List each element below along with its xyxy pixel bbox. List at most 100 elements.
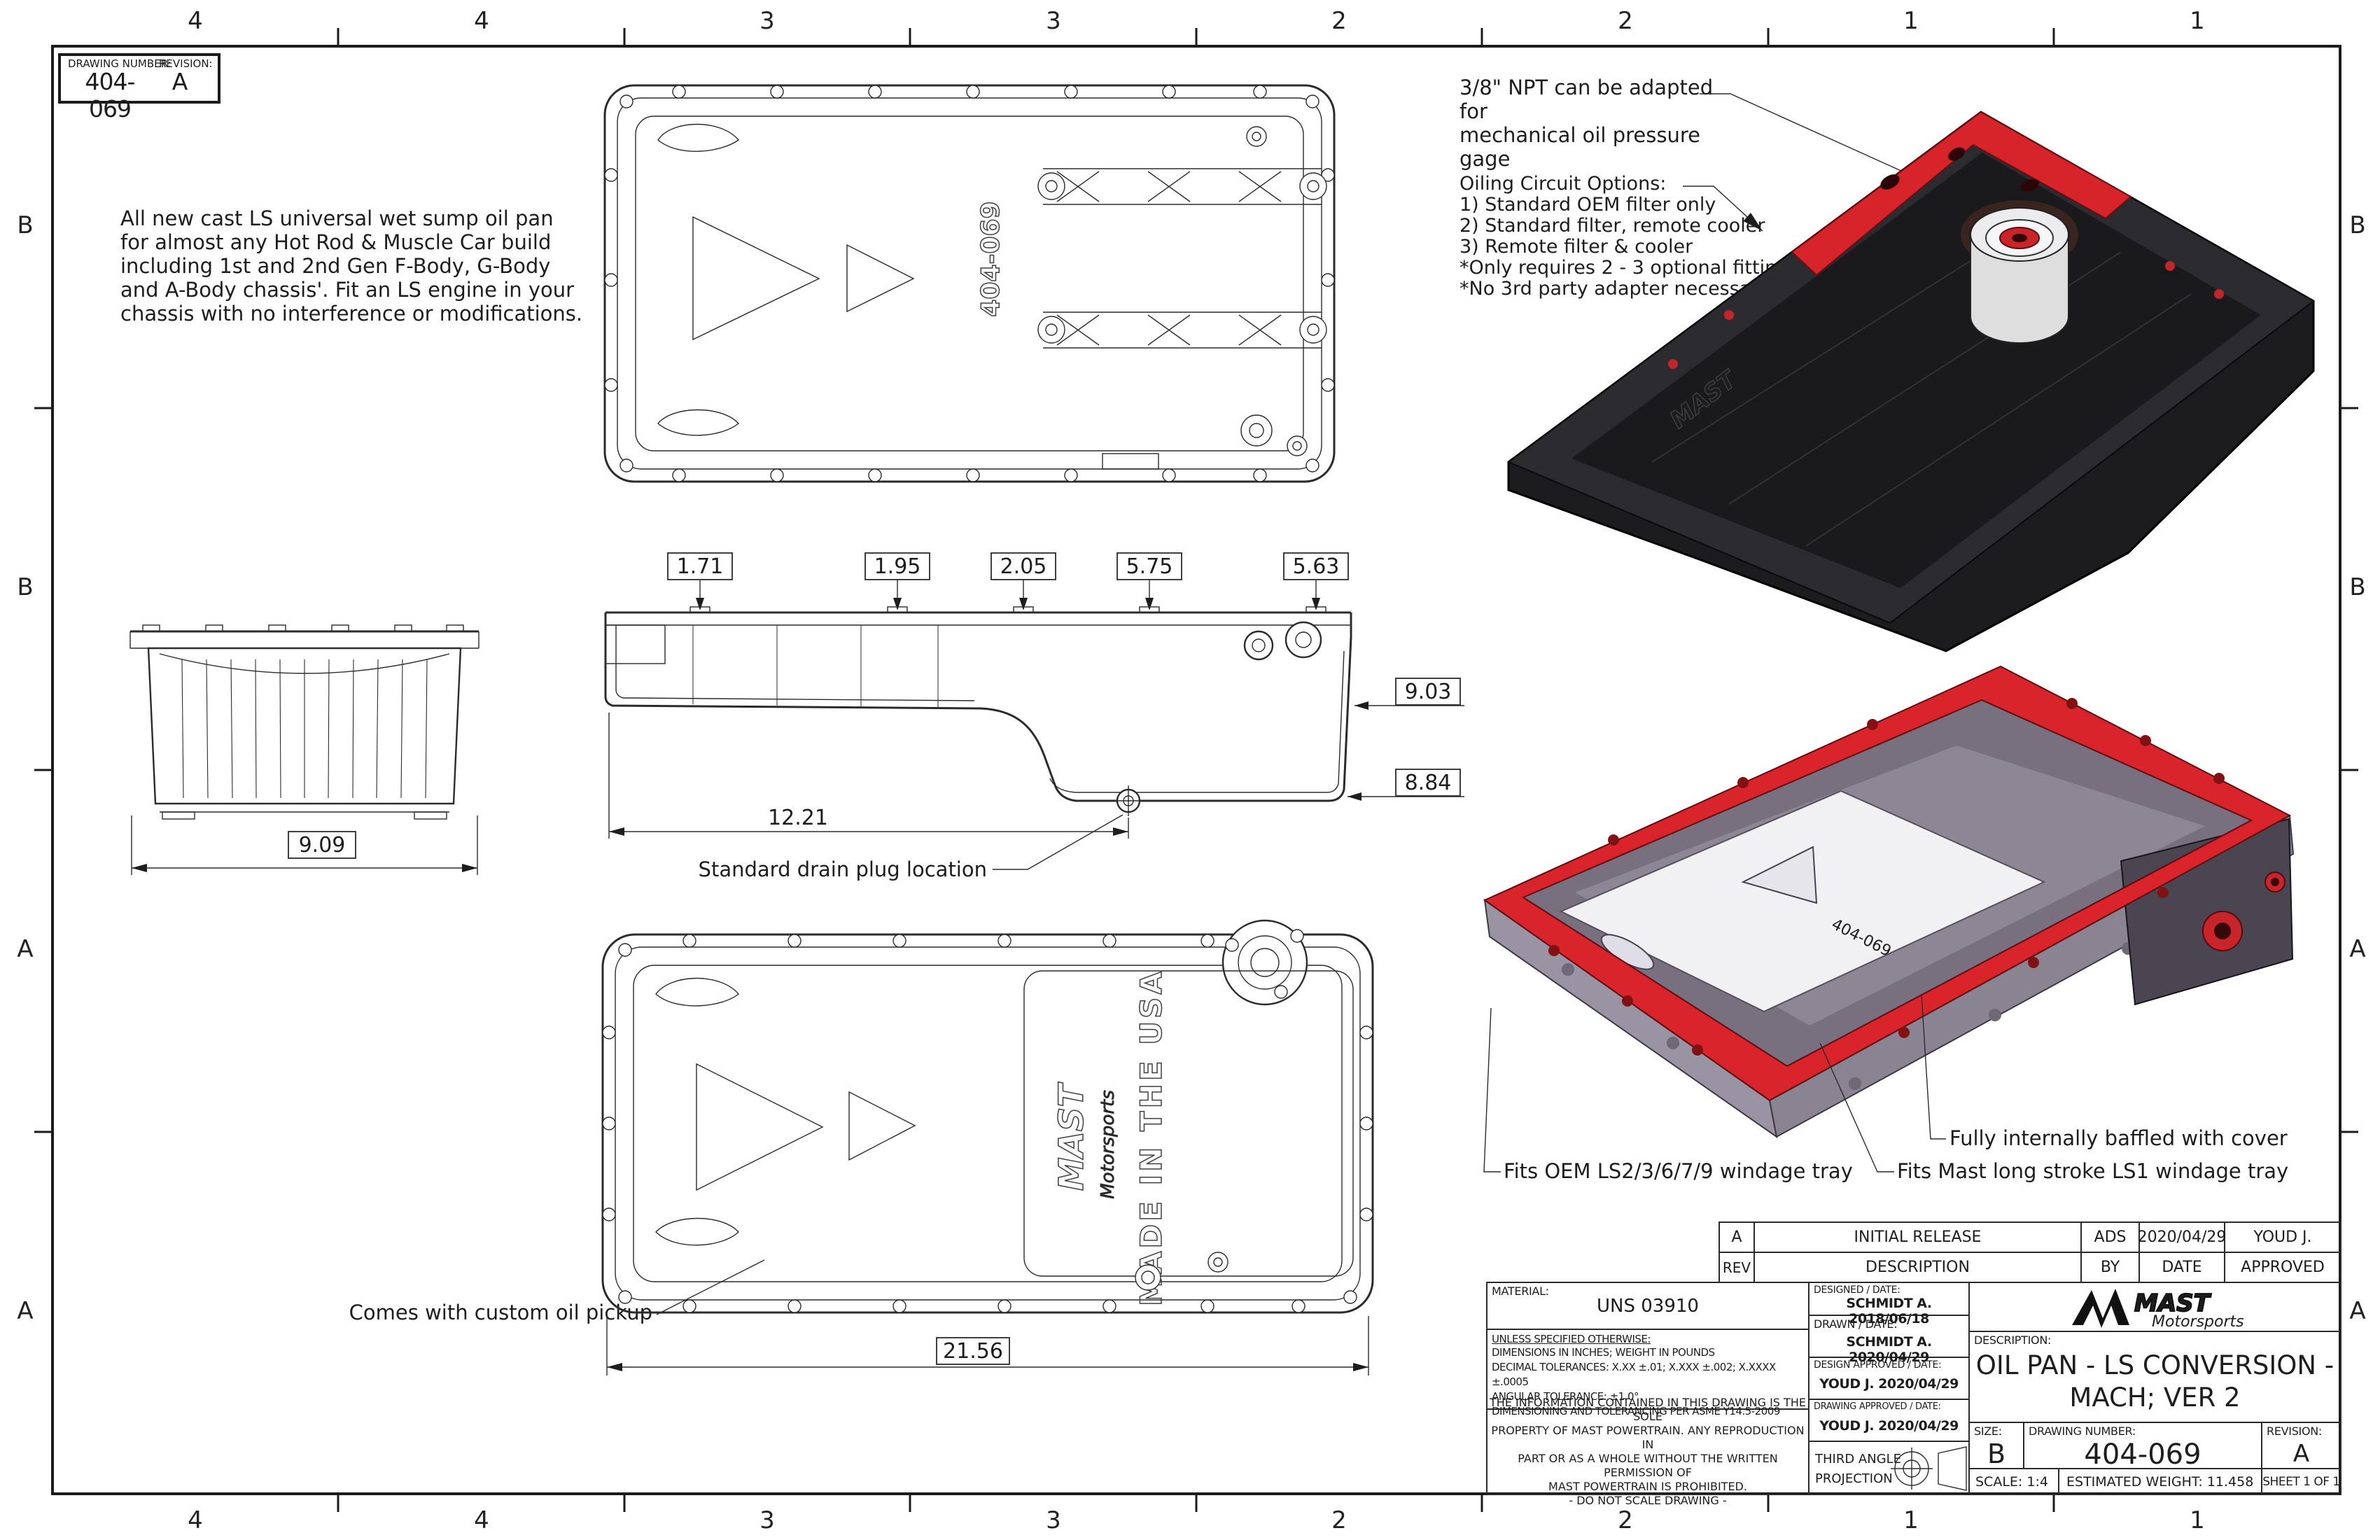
- zone-bottom-1: 4: [188, 1506, 203, 1534]
- svg-text:9.03: 9.03: [1405, 680, 1452, 704]
- tolerances-title: UNLESS SPECIFIED OTHERWISE:: [1492, 1333, 1651, 1345]
- front-step: [605, 624, 666, 664]
- rail-bolt-holes: [1548, 698, 2225, 1056]
- windage-rail-bottom: [1037, 312, 1327, 349]
- dim-909: 9.09: [131, 816, 478, 875]
- zone-ticks: [34, 28, 2358, 1512]
- projection-cell: THIRD ANGLE PROJECTION: [1809, 1442, 1970, 1495]
- drawing-number-cell: DRAWING NUMBER: 404-069: [2024, 1423, 2262, 1471]
- svg-text:12.21: 12.21: [768, 806, 828, 830]
- design-approved-label: DESIGN APPROVED / DATE:: [1814, 1359, 1942, 1371]
- flange-plugs: [1668, 261, 2224, 369]
- zone-left-2: B: [17, 573, 34, 601]
- logo-cell: MAST Motorsports: [1970, 1283, 2342, 1332]
- zone-top-7: 1: [1903, 7, 1919, 35]
- baffle-triangle-small: [848, 1091, 916, 1161]
- rev-header-rev: REV: [1720, 1253, 1755, 1283]
- drawing-approved-label: DRAWING APPROVED / DATE:: [1814, 1401, 1941, 1412]
- pickup-leader: [656, 1259, 765, 1315]
- size-value: B: [1987, 1438, 2006, 1469]
- description-label: DESCRIPTION:: [1974, 1334, 2052, 1347]
- cast-logo: MAST Motorsports MADE IN THE USA: [1051, 968, 1169, 1306]
- sheet-cell: SHEET 1 OF 1: [2262, 1469, 2342, 1495]
- zone-top-6: 2: [1618, 7, 1633, 35]
- mast-logo-script: Motorsports: [2152, 1313, 2244, 1331]
- rev-header-by: BY: [2082, 1253, 2140, 1283]
- gasket-ports: [1880, 147, 2040, 192]
- zone-right-2: B: [2349, 573, 2366, 601]
- description-cell: DESCRIPTION: OIL PAN - LS CONVERSION - M…: [1970, 1332, 2342, 1423]
- view-iso-top: MAST: [1506, 111, 2315, 652]
- mast-logo-swoosh: [2072, 1289, 2129, 1328]
- header-revision: A: [172, 68, 188, 95]
- projection-line2: PROJECTION: [1815, 1471, 1893, 1486]
- zone-top-4: 3: [1046, 7, 1061, 35]
- svg-text:1.71: 1.71: [677, 554, 724, 579]
- view-front: 9.09: [130, 624, 479, 875]
- baffle-triangle-small: [846, 244, 915, 313]
- design-approved-cell: DESIGN APPROVED / DATE: YOUD J. 2020/04/…: [1809, 1358, 1970, 1400]
- rev-header-approved: APPROVED: [2225, 1253, 2342, 1283]
- svg-text:5.75: 5.75: [1126, 554, 1173, 579]
- intro-note: All new cast LS universal wet sump oil p…: [120, 206, 583, 326]
- header-revision-label: REVISION:: [159, 57, 213, 70]
- svg-text:9.09: 9.09: [299, 833, 346, 858]
- header-box: DRAWING NUMBER: REVISION: 404-069 A: [58, 53, 220, 122]
- legal-cell: THE INFORMATION CONTAINED IN THIS DRAWIN…: [1488, 1396, 1809, 1507]
- windage-tray: [1559, 790, 2046, 1013]
- rev-row-description: INITIAL RELEASE: [1755, 1223, 2082, 1253]
- side-ribs: [692, 625, 939, 707]
- header-drawing-number: 404-069: [85, 68, 136, 122]
- zone-left-3: A: [17, 935, 34, 963]
- filter-boss: [1222, 919, 1308, 1006]
- pickup-slot-top: [657, 123, 740, 152]
- dim-884: 8.84: [1348, 769, 1464, 801]
- svg-text:MAST: MAST: [1052, 1082, 1091, 1191]
- design-approved-value: YOUD J. 2020/04/29: [1819, 1376, 1959, 1392]
- svg-text:Standard drain plug location: Standard drain plug location: [699, 858, 987, 881]
- sump-wall: [1023, 970, 1354, 1277]
- drain-plug: [1116, 785, 1141, 816]
- zone-left-1: B: [17, 211, 34, 239]
- pickup-slot-bottom: [657, 409, 740, 436]
- dim-903: 9.03: [1354, 678, 1464, 710]
- pan-profile: [604, 612, 1352, 802]
- drawn-label: DRAWN / DATE:: [1814, 1317, 1898, 1331]
- zone-bottom-3: 3: [760, 1506, 775, 1534]
- gasket-rail: [1483, 665, 2292, 1102]
- zone-top-2: 4: [474, 7, 489, 35]
- dim-offsets: 1.71 1.95 2.05 5.75 5.63: [667, 552, 1349, 610]
- svg-text:MADE IN THE USA: MADE IN THE USA: [1134, 969, 1168, 1306]
- svg-text:Fits OEM LS2/3/6/7/9 windage t: Fits OEM LS2/3/6/7/9 windage tray: [1504, 1159, 1853, 1183]
- drawing-number-value: 404-069: [2084, 1438, 2202, 1471]
- mast-logo-text: MAST: [2134, 1289, 2212, 1317]
- revision-cell: REVISION: A: [2262, 1423, 2342, 1469]
- revision-table: A INITIAL RELEASE ADS 2020/04/29 YOUD J.…: [1718, 1222, 2342, 1283]
- rev-row-rev: A: [1720, 1223, 1755, 1253]
- tolerances-text: DIMENSIONS IN INCHES; WEIGHT IN POUNDS D…: [1492, 1346, 1780, 1418]
- zone-top-8: 1: [2190, 7, 2205, 35]
- designed-label: DESIGNED / DATE:: [1814, 1284, 1900, 1296]
- description-line1: OIL PAN - LS CONVERSION -: [1975, 1350, 2334, 1380]
- svg-text:1.95: 1.95: [874, 554, 921, 579]
- scale-cell: SCALE: 1:4: [1970, 1469, 2059, 1495]
- svg-text:Fits Mast long stroke LS1 wind: Fits Mast long stroke LS1 windage tray: [1897, 1159, 2288, 1183]
- drawing-number-label: DRAWING NUMBER:: [2029, 1424, 2136, 1438]
- svg-text:2.05: 2.05: [1000, 554, 1047, 579]
- zone-bottom-7: 1: [1903, 1506, 1919, 1534]
- kickout-port-2: [1284, 621, 1322, 659]
- rev-row-date: 2020/04/29: [2138, 1223, 2226, 1253]
- npt-note: 3/8" NPT can be adapted for mechanical o…: [1460, 76, 1714, 171]
- svg-text:Fully internally baffled with: Fully internally baffled with cover: [1949, 1126, 2288, 1150]
- kickout-port-1: [1243, 630, 1274, 661]
- zone-bottom-4: 3: [1046, 1506, 1061, 1534]
- ribs: [181, 659, 428, 799]
- baffle-triangle-large: [692, 216, 820, 341]
- zone-bottom-8: 1: [2190, 1506, 2205, 1534]
- material-cell: MATERIAL: UNS 03910: [1488, 1283, 1809, 1330]
- dim-2156: 21.56: [606, 1316, 1369, 1376]
- drawing-approved-value: YOUD J. 2020/04/29: [1819, 1418, 1959, 1434]
- pickup-slot-bottom: [655, 1217, 739, 1246]
- rear-tab: [1102, 453, 1159, 470]
- pickup-callout: Comes with custom oil pickup: [349, 1301, 652, 1324]
